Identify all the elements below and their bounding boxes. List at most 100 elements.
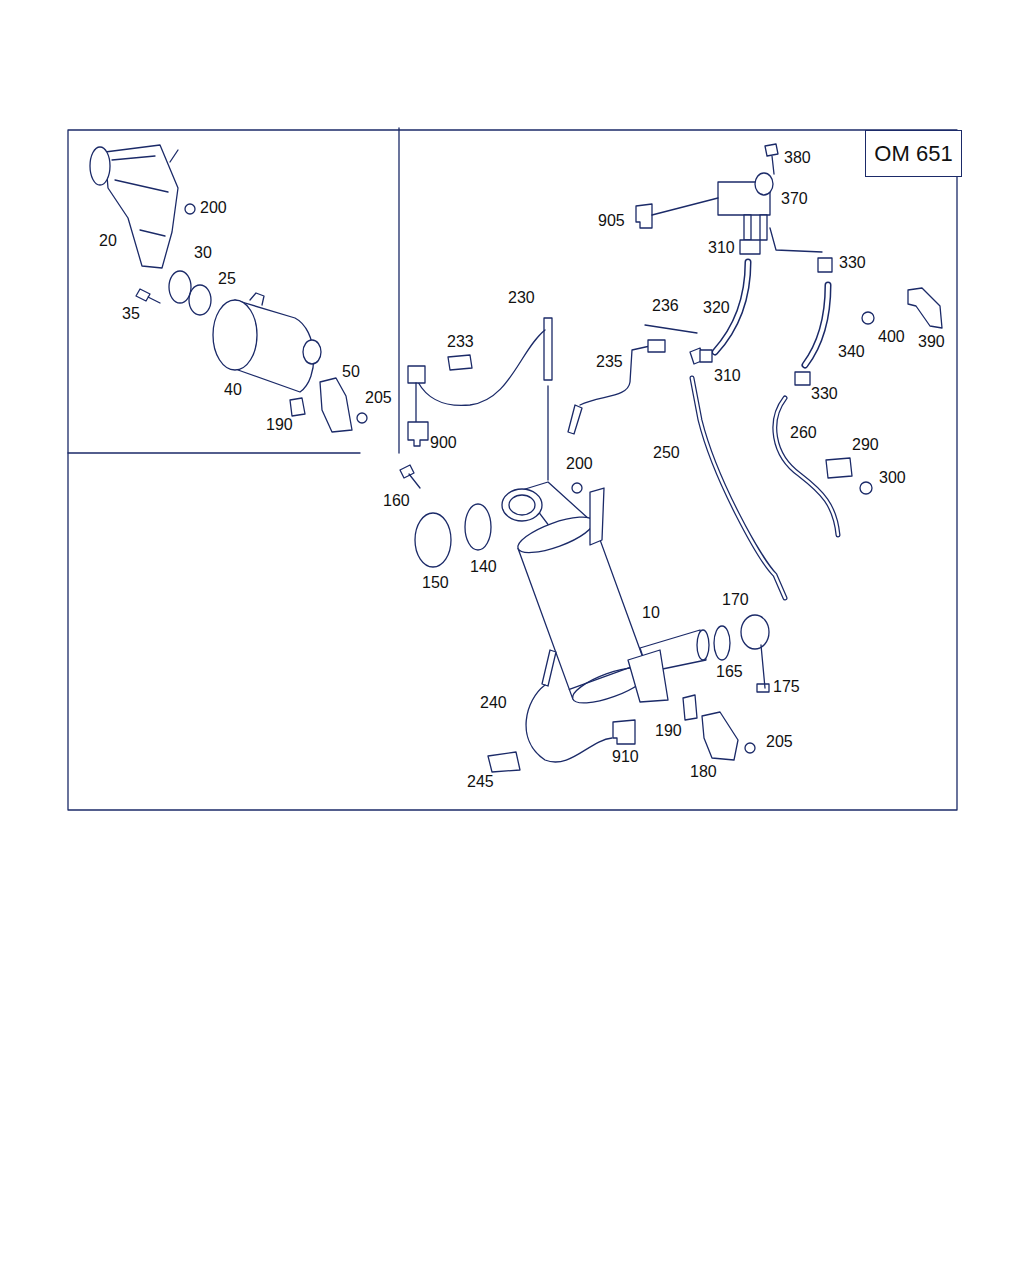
frame: [68, 130, 957, 810]
clamp: [415, 513, 451, 567]
temperature-sensor: [408, 318, 552, 422]
particulate-filter: [514, 510, 597, 560]
leader-line: [547, 386, 548, 480]
callout-number: 380: [784, 150, 811, 166]
particulate-filter: [628, 650, 668, 702]
converter: [213, 300, 257, 370]
callout-number: 370: [781, 191, 808, 207]
callout-number: 30: [194, 245, 212, 261]
particulate-filter: [502, 489, 542, 521]
callout-number: 245: [467, 774, 494, 790]
callout-number: 910: [612, 749, 639, 765]
seal-ring: [714, 626, 730, 660]
pressure-pipe: [692, 378, 785, 598]
callout-number: 235: [596, 354, 623, 370]
particulate-filter: [502, 482, 709, 710]
pressure-pipe: [692, 378, 785, 598]
callout-number: 330: [839, 255, 866, 271]
hose: [805, 285, 828, 365]
clip: [290, 398, 305, 416]
hose: [805, 285, 828, 365]
callout-number: 20: [99, 233, 117, 249]
callout-number: 300: [879, 470, 906, 486]
temperature-sensor: [526, 650, 612, 762]
callout-number: 205: [365, 390, 392, 406]
callout-number: 150: [422, 575, 449, 591]
temperature-sensor: [648, 340, 665, 352]
connector-plug: [613, 720, 635, 744]
engine-code: OM 651: [874, 141, 952, 167]
callout-number: 170: [722, 592, 749, 608]
catalytic-converter: [112, 156, 168, 236]
converter: [213, 293, 321, 392]
callout-number: 25: [218, 271, 236, 287]
callout-number: 250: [653, 445, 680, 461]
callout-number: 310: [714, 368, 741, 384]
temperature-sensor: [568, 340, 665, 434]
clamp: [169, 271, 191, 303]
callout-number: 200: [566, 456, 593, 472]
callout-number: 310: [708, 240, 735, 256]
bolt: [862, 312, 874, 324]
callout-number: 905: [598, 213, 625, 229]
callout-number: 390: [918, 334, 945, 350]
connector-plug: [408, 422, 428, 446]
clip: [448, 355, 472, 370]
callout-number: 175: [773, 679, 800, 695]
particulate-filter: [697, 630, 709, 660]
bolt: [400, 465, 420, 488]
particulate-filter: [514, 510, 652, 710]
catalytic-converter: [90, 147, 110, 185]
callout-number: 400: [878, 329, 905, 345]
converter: [303, 340, 321, 364]
wire: [652, 198, 718, 215]
illustration: [68, 128, 957, 810]
frame: [68, 452, 360, 453]
pressure-sensor: [760, 215, 767, 240]
callout-number: 230: [508, 290, 535, 306]
callout-number: 240: [480, 695, 507, 711]
temperature-sensor: [580, 346, 650, 405]
catalytic-converter: [105, 145, 178, 268]
callout-number: 320: [703, 300, 730, 316]
bracket: [702, 712, 738, 760]
frame: [68, 128, 957, 810]
callout-number: 340: [838, 344, 865, 360]
hose-clip: [700, 350, 712, 362]
temperature-sensor: [568, 405, 582, 434]
hose-clip: [818, 258, 832, 272]
callout-number: 50: [342, 364, 360, 380]
callout-number: 190: [655, 723, 682, 739]
callout-number: 236: [652, 298, 679, 314]
callout-number: 160: [383, 493, 410, 509]
hose-clip: [740, 240, 760, 254]
pressure-sensor: [755, 173, 773, 195]
nut: [572, 483, 582, 493]
wire: [770, 228, 822, 252]
callout-number: 290: [852, 437, 879, 453]
temperature-sensor: [408, 366, 425, 383]
nut: [357, 413, 367, 423]
connector-plug: [636, 204, 652, 228]
frame: [398, 128, 399, 453]
bolt: [765, 144, 778, 174]
callout-number: 35: [122, 306, 140, 322]
catalytic-converter: [170, 150, 178, 162]
callout-number: 200: [200, 200, 227, 216]
bracket: [826, 458, 852, 478]
callout-number: 10: [642, 605, 660, 621]
callout-number: 233: [447, 334, 474, 350]
hose-clip: [795, 372, 810, 385]
callout-number: 140: [470, 559, 497, 575]
particulate-filter: [509, 495, 535, 515]
temperature-sensor: [544, 318, 552, 380]
title-box: OM 651: [865, 130, 962, 177]
pressure-sensor: [718, 173, 773, 240]
seal-ring: [465, 504, 491, 550]
callout-number: 260: [790, 425, 817, 441]
part-line: [645, 325, 697, 333]
callout-number: 330: [811, 386, 838, 402]
